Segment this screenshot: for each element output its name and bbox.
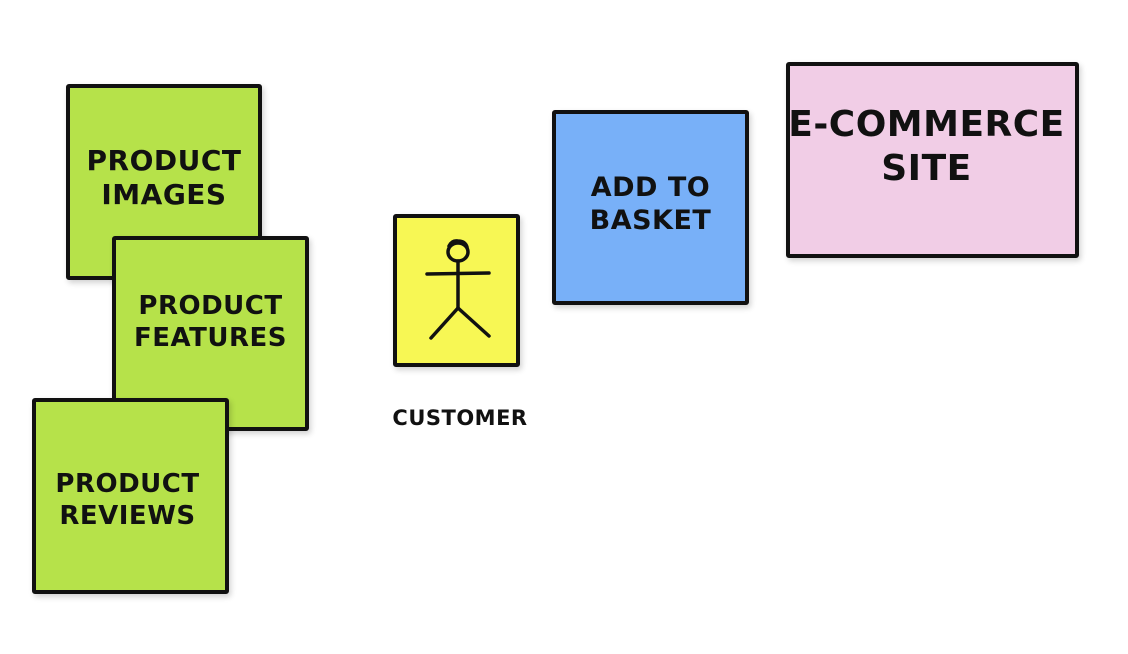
sticky-note-ecommerce-site[interactable]: E-COMMERCE SITE [786,62,1079,258]
sticky-note-label: ADD TO BASKET [589,171,712,236]
sticky-note-label: PRODUCT REVIEWS [55,469,200,531]
sticky-note-product-reviews[interactable]: PRODUCT REVIEWS [32,398,229,594]
stick-figure-icon [425,239,491,340]
sticky-note-customer[interactable] [393,214,520,367]
customer-label: CUSTOMER [392,406,528,430]
sticky-note-label: PRODUCT IMAGES [86,143,242,211]
sticky-note-label: E-COMMERCE SITE [788,104,1065,189]
sticky-note-add-to-basket[interactable]: ADD TO BASKET [552,110,749,305]
sticky-note-label: PRODUCT FEATURES [134,290,287,353]
